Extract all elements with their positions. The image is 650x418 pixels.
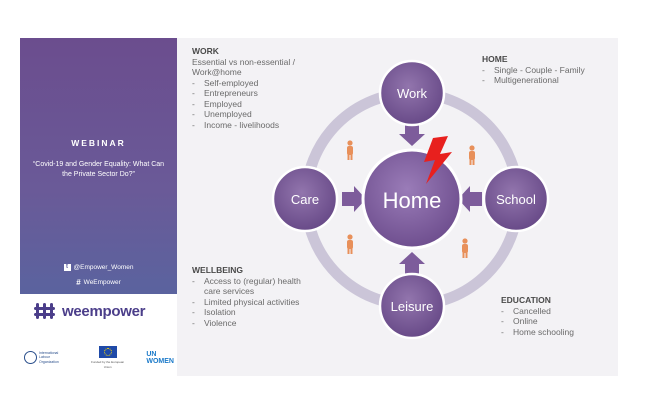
partner-logos: International Labour Organization Funded… — [24, 346, 174, 369]
work-node — [378, 59, 446, 127]
unwomen-line1: UN — [146, 350, 157, 358]
wellbeing-block: WELLBEING Access to (regular) health car… — [192, 265, 310, 328]
person-icon — [347, 234, 353, 254]
education-block: EDUCATION Cancelled Online Home schoolin… — [501, 295, 611, 337]
ilo-text: International Labour Organization — [39, 350, 59, 364]
twitter-row[interactable]: t @Empower_Women — [20, 264, 177, 271]
person-icon — [347, 140, 353, 160]
person-icon — [462, 238, 468, 258]
hashtag-icon: # — [76, 278, 81, 287]
care-node-label: Care — [291, 192, 319, 207]
weempower-wordmark: weempower — [62, 302, 146, 320]
eu-text: Funded by the European Union — [91, 360, 125, 369]
weempower-glyph-icon — [34, 303, 55, 319]
work-block: WORK Essential vs non-essential / Work@h… — [192, 46, 332, 130]
leisure-node — [378, 272, 446, 340]
arrow-care-to-home — [342, 186, 366, 212]
work-intro-line1: Essential vs non-essential / — [192, 56, 295, 67]
arrow-work-to-home — [399, 122, 425, 146]
home-item: Multigenerational — [482, 75, 612, 86]
home-diagram: Home Work School Leisure Care — [271, 59, 550, 340]
weempower-logo: weempower — [34, 302, 145, 320]
education-item: Online — [501, 316, 611, 327]
home-node — [361, 148, 463, 250]
wellbeing-item: Isolation — [192, 307, 310, 318]
education-item: Cancelled — [501, 306, 611, 317]
work-list: Self-employed Entrepreneurs Employed Une… — [192, 78, 332, 131]
work-intro-line2: Work@home — [192, 67, 242, 77]
eu-logo: Funded by the European Union — [88, 346, 128, 369]
work-node-label: Work — [397, 86, 428, 101]
home-node-label: Home — [383, 188, 442, 213]
home-item: Single - Couple - Family — [482, 65, 612, 76]
work-item: Entrepreneurs — [192, 88, 332, 99]
webinar-subtitle: “Covid-19 and Gender Equality: What Can … — [32, 161, 165, 178]
eu-flag-icon — [98, 346, 117, 358]
lightning-bolt-icon — [424, 136, 452, 184]
leisure-node-label: Leisure — [391, 299, 434, 314]
twitter-icon: t — [63, 264, 71, 271]
ilo-logo: International Labour Organization — [24, 351, 69, 365]
logos-area: weempower International Labour Organizat… — [20, 294, 177, 376]
wellbeing-item: Limited physical activities — [192, 297, 310, 308]
webinar-title: WEBINAR — [71, 138, 126, 148]
unwomen-logo: UN WOMEN — [146, 351, 174, 365]
ilo-seal-icon — [24, 351, 37, 364]
education-item: Home schooling — [501, 327, 611, 338]
wellbeing-item: Violence — [192, 318, 310, 329]
home-block: HOME Single - Couple - Family Multigener… — [482, 54, 612, 86]
webinar-panel: WEBINAR “Covid-19 and Gender Equality: W… — [20, 38, 177, 376]
work-heading: WORK — [192, 46, 219, 56]
care-node — [271, 165, 339, 233]
education-list: Cancelled Online Home schooling — [501, 306, 611, 338]
home-list: Single - Couple - Family Multigeneration… — [482, 65, 612, 86]
work-item: Self-employed — [192, 78, 332, 89]
person-icon — [469, 145, 475, 165]
slide: WEBINAR “Covid-19 and Gender Equality: W… — [20, 38, 618, 376]
work-item: Income - livelihoods — [192, 120, 332, 131]
home-heading: HOME — [482, 54, 508, 64]
twitter-handle: @Empower_Women — [73, 264, 134, 271]
unwomen-line2: WOMEN — [146, 357, 174, 365]
wellbeing-item: Access to (regular) health care services — [192, 276, 310, 297]
education-heading: EDUCATION — [501, 295, 551, 305]
work-item: Employed — [192, 99, 332, 110]
hashtag-row[interactable]: # WeEmpower — [20, 278, 177, 287]
work-item: Unemployed — [192, 109, 332, 120]
school-node-label: School — [496, 192, 536, 207]
wellbeing-heading: WELLBEING — [192, 265, 243, 275]
hashtag-text: WeEmpower — [83, 279, 121, 286]
school-node — [482, 165, 550, 233]
wellbeing-list: Access to (regular) health care services… — [192, 276, 310, 329]
arrow-school-to-home — [458, 186, 482, 212]
arrow-leisure-to-home — [399, 252, 425, 276]
